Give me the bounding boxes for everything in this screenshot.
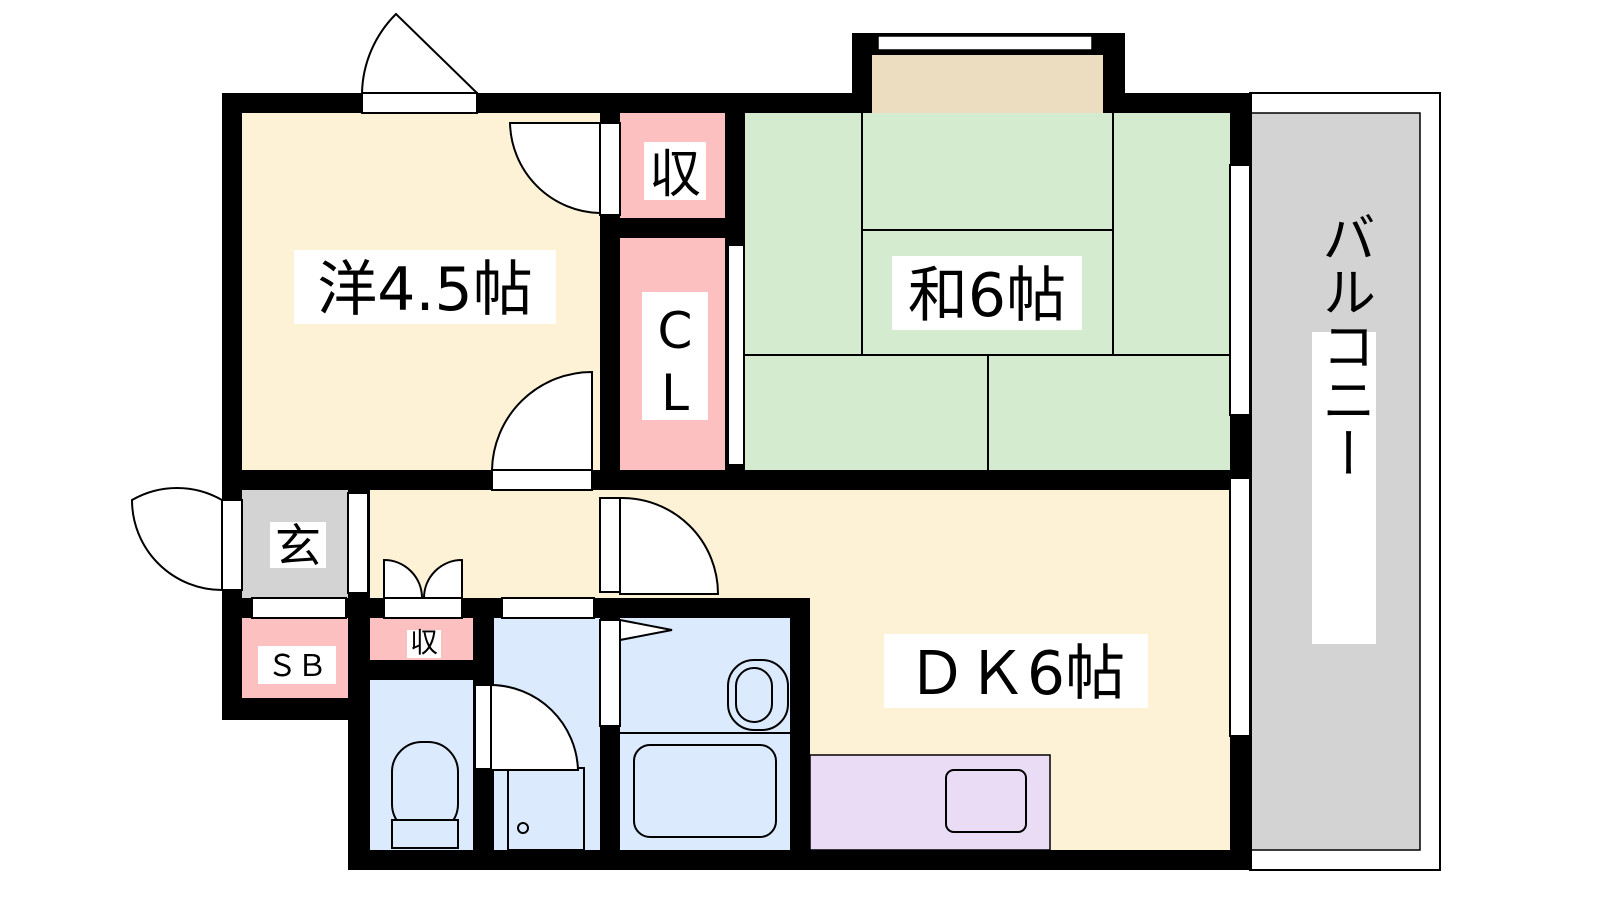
door-icons: [130, 12, 1251, 771]
balcony-label: バルコニー: [1313, 210, 1376, 480]
entrance-door-swing: [360, 12, 480, 94]
sink-icon: [945, 769, 1027, 833]
storage-small-label: 収: [410, 626, 438, 659]
closet-label-c: C: [658, 302, 693, 360]
dk-room-label: ＤＫ6帖: [907, 639, 1125, 709]
shoe-box-label: ＳＢ: [267, 649, 327, 684]
bay-window: [872, 55, 1103, 113]
window: [877, 35, 1093, 51]
japanese-room-label: 和6帖: [908, 261, 1066, 331]
entrance-label: 玄: [275, 519, 321, 573]
western-room-label: 洋4.5帖: [317, 255, 532, 325]
washbasin-icon: [727, 659, 789, 731]
closet-label-l: L: [661, 364, 689, 422]
bathtub-icon: [633, 744, 777, 838]
tatami-lines: [745, 113, 1230, 470]
storage-top-label: 収: [649, 145, 701, 205]
